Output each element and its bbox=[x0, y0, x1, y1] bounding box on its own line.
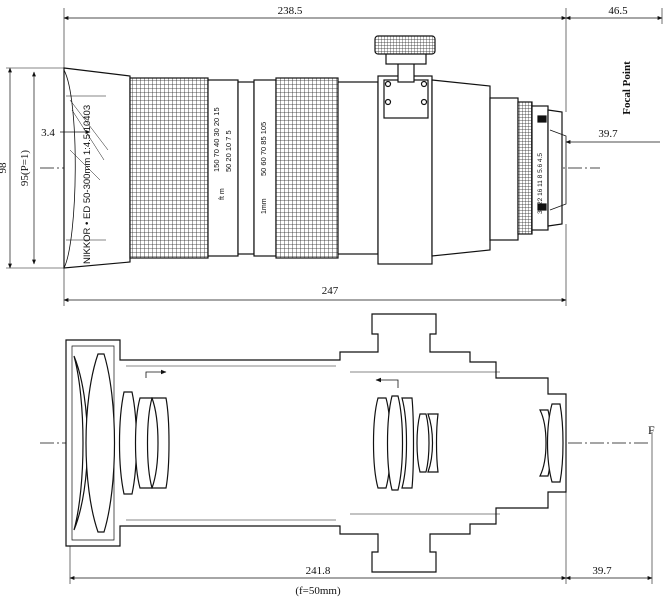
brand-engraving: NIKKOR • ED 50-300mm 1:4.5 10403 bbox=[82, 105, 93, 264]
focus-ring bbox=[129, 77, 209, 259]
lens-group2-1 bbox=[118, 391, 138, 495]
dim-length-bottom: 241.8 bbox=[306, 565, 331, 577]
dim-front-offset: 3.4 bbox=[41, 127, 55, 139]
lens-mid-3 bbox=[401, 397, 415, 489]
collar-lock-knob bbox=[374, 35, 436, 55]
focal-point-mark: F bbox=[648, 423, 655, 437]
aperture-scale: 32 22 16 11 8 5.6 4.5 bbox=[537, 153, 544, 214]
focal-point-label: Focal Point bbox=[621, 61, 633, 115]
lens-rear-2 bbox=[546, 403, 564, 483]
zoom-ring bbox=[275, 77, 339, 259]
dim-overall-top: 238.5 bbox=[278, 5, 303, 17]
dim-rear-focal: 46.5 bbox=[608, 5, 628, 17]
cross-section-view bbox=[40, 313, 653, 584]
distance-unit: ft m bbox=[219, 188, 226, 200]
distance-scale-m: 50 20 10 7 5 bbox=[224, 130, 233, 172]
lens-mid-2 bbox=[386, 395, 404, 491]
lens-front-1 bbox=[73, 355, 89, 531]
focal-length-note: (f=50mm) bbox=[295, 585, 341, 597]
dim-diameter-inner: 95(P=1) bbox=[19, 150, 31, 186]
lens-group2-3 bbox=[151, 397, 170, 489]
front-element-curve bbox=[63, 69, 76, 269]
zoom-scale: 50 60 70 85 105 bbox=[259, 122, 268, 176]
exterior-view bbox=[6, 8, 663, 306]
dim-length-top: 247 bbox=[322, 285, 339, 297]
dim-focal-flange-top: 39.7 bbox=[598, 128, 618, 140]
group-movement-arrow-1 bbox=[145, 369, 167, 378]
mid-barrel bbox=[337, 81, 379, 255]
lens-front-2 bbox=[85, 353, 116, 533]
aperture-ring bbox=[517, 101, 533, 235]
distance-scale-ft: 150 70 40 30 20 15 bbox=[212, 107, 221, 172]
zoom-unit: 1mm bbox=[261, 198, 268, 214]
dim-diameter-outer: 98 bbox=[0, 162, 9, 174]
group-movement-arrow-2 bbox=[375, 377, 399, 388]
lens-mid-4 bbox=[416, 413, 430, 473]
lens-mid-5 bbox=[427, 413, 439, 473]
bayonet-mount bbox=[547, 109, 563, 227]
dim-focal-flange-bottom: 39.7 bbox=[592, 565, 612, 577]
front-barrel bbox=[63, 67, 131, 269]
rear-barrel bbox=[431, 79, 491, 257]
